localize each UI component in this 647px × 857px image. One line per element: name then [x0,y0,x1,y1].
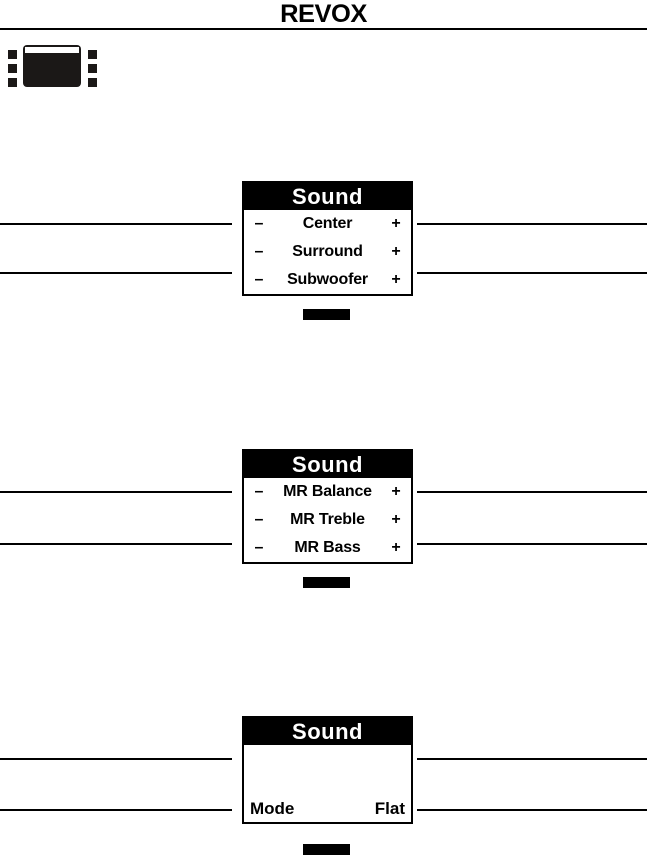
sound-panel-1[interactable]: Sound – Center + – Surround + – Subwoofe… [242,181,413,296]
callout-line-right [417,272,647,274]
menu-row-center[interactable]: – Center + [244,210,411,238]
panel-body: – MR Balance + – MR Treble + – MR Bass + [244,478,411,562]
dot-icon [88,78,97,87]
menu-row-label: Surround [292,243,363,260]
panel-empty-area [244,745,411,799]
menu-row-label: Center [302,215,353,232]
menu-row-label: Subwoofer [287,271,368,288]
softkey-flat-button[interactable]: Flat [374,799,405,818]
hardkey-indicator[interactable] [303,844,350,855]
increment-button[interactable]: + [391,539,401,556]
menu-row-subwoofer[interactable]: – Subwoofer + [244,266,411,294]
hardkey-indicator[interactable] [303,577,350,588]
callout-line-left [0,223,232,225]
callout-line-right [417,543,647,545]
panel-title: Sound [244,718,411,745]
increment-button[interactable]: + [391,243,401,260]
menu-row-surround[interactable]: – Surround + [244,238,411,266]
decrement-button[interactable]: – [254,483,264,500]
decrement-button[interactable]: – [254,539,264,556]
panel-title: Sound [244,451,411,478]
callout-line-right [417,223,647,225]
header-divider [0,28,647,30]
increment-button[interactable]: + [391,511,401,528]
increment-button[interactable]: + [391,483,401,500]
increment-button[interactable]: + [391,271,401,288]
callout-line-right [417,758,647,760]
dot-icon [8,50,17,59]
menu-row-label: MR Treble [290,511,365,528]
panel-title: Sound [244,183,411,210]
revox-logo: REVOX [280,0,367,28]
sound-panel-2[interactable]: Sound – MR Balance + – MR Treble + – MR … [242,449,413,564]
decrement-button[interactable]: – [254,271,264,288]
callout-line-right [417,491,647,493]
panel-body: Mode Flat [244,745,411,822]
display-screen-strip [25,47,79,53]
dot-icon [88,64,97,73]
callout-line-left [0,491,232,493]
callout-line-left [0,809,232,811]
dot-icon [88,50,97,59]
panel-body: – Center + – Surround + – Subwoofer + [244,210,411,294]
callout-line-left [0,758,232,760]
panel-softkey-row: Mode Flat [244,799,411,822]
sound-panel-3[interactable]: Sound Mode Flat [242,716,413,824]
menu-row-label: MR Balance [283,483,372,500]
dot-icon [8,64,17,73]
callout-line-left [0,543,232,545]
callout-line-left [0,272,232,274]
display-screen-icon [23,45,81,87]
increment-button[interactable]: + [391,215,401,232]
decrement-button[interactable]: – [254,243,264,260]
menu-row-mr-bass[interactable]: – MR Bass + [244,534,411,562]
decrement-button[interactable]: – [254,215,264,232]
decrement-button[interactable]: – [254,511,264,528]
hardkey-indicator[interactable] [303,309,350,320]
callout-line-right [417,809,647,811]
dot-icon [8,78,17,87]
display-icon [6,44,98,92]
menu-row-mr-balance[interactable]: – MR Balance + [244,478,411,506]
softkey-mode-button[interactable]: Mode [250,799,295,818]
menu-row-mr-treble[interactable]: – MR Treble + [244,506,411,534]
brand-header: REVOX [0,0,647,28]
menu-row-label: MR Bass [294,539,361,556]
